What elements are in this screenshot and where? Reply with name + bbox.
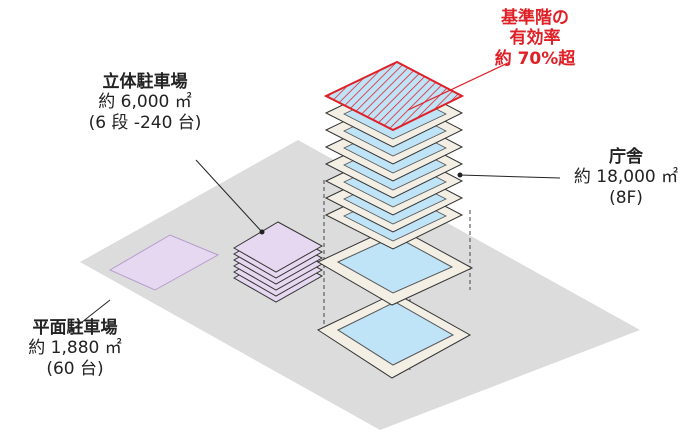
office-title: 庁舎 [609, 147, 643, 167]
office-floors: (8F) [609, 187, 643, 208]
office-label: 庁舎 約 18,000 ㎡ (8F) [560, 147, 692, 208]
flat-parking-title: 平面駐車場 [32, 318, 118, 338]
parking-structure-area: 約 6,000 ㎡ [98, 92, 192, 113]
flat-parking-label: 平面駐車場 約 1,880 ㎡ (60 台) [0, 318, 150, 379]
typical-floor-efficiency-label: 基準階の 有効率 約 70%超 [470, 8, 600, 69]
flat-parking-area: 約 1,880 ㎡ [28, 338, 122, 359]
highlight-line1: 基準階の [501, 8, 569, 28]
parking-structure-stack [233, 221, 324, 303]
office-area: 約 18,000 ㎡ [573, 167, 679, 188]
podium-floor-lower [316, 292, 472, 379]
leader-office [459, 174, 561, 179]
flat-parking-lot [108, 234, 220, 291]
parking-structure-label: 立体駐車場 約 6,000 ㎡ (6 段 -240 台) [70, 72, 220, 133]
podium-floor-upper [316, 225, 474, 306]
highlight-line3: 約 70%超 [494, 48, 576, 69]
flat-parking-spec: (60 台) [46, 358, 104, 379]
leader-lines [71, 61, 561, 331]
parking-structure-title: 立体駐車場 [102, 72, 188, 92]
leader-parking-structure [195, 159, 263, 233]
highlight-line2: 有効率 [509, 28, 561, 49]
typical-floor-highlight [323, 60, 465, 132]
leader-highlight [407, 61, 511, 111]
leader-flat-parking [71, 299, 111, 331]
parking-structure-spec: (6 段 -240 台) [88, 112, 202, 133]
